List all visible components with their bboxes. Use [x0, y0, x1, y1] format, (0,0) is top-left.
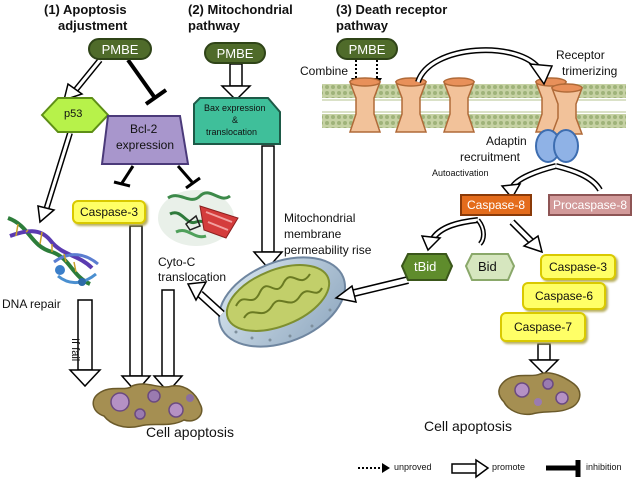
autoactivation-label: Autoactivation: [432, 168, 489, 178]
promote-arrow-pmbe-p53: [62, 58, 103, 102]
mitochondrion-image: [217, 256, 347, 348]
section3-title-line1: (3) Death receptor: [336, 2, 448, 17]
cell-apoptosis-right-label: Cell apoptosis: [424, 418, 512, 434]
bcl2-label-line1: Bcl-2: [130, 122, 158, 136]
p53-label: p53: [64, 108, 83, 120]
adaptin-recruitment-label-line1: Adaptin: [486, 134, 527, 148]
bid-node: [464, 253, 516, 281]
apoptotic-cells-right-image: [498, 372, 581, 416]
receptor-trimerizing-label-line1: Receptor: [556, 48, 605, 62]
inhibit-bcl2-caspase3: [113, 165, 135, 188]
legend-symbols: [358, 458, 581, 479]
section2-title-line1: (2) Mitochondrial: [188, 2, 293, 17]
promote-arrow-tbid-mitochondrion: [334, 276, 409, 303]
bax-expression-node: [193, 97, 281, 145]
cyto-c-label-line1: Cyto-C: [158, 255, 196, 269]
section1-title-line2: adjustment: [58, 18, 128, 33]
pmbe-node-2: PMBE: [204, 42, 266, 64]
mito-permeability-label-line1: Mitochondrial: [284, 211, 356, 225]
caspase3-right-node: Caspase-3: [540, 254, 616, 280]
caspase6-node: Caspase-6: [522, 282, 606, 310]
promote-arrow-pmbe-bax: [220, 63, 252, 102]
if-fail-label: If fail: [69, 338, 81, 362]
cyto-c-label-line2: translocation: [158, 270, 227, 284]
pmbe-node-1: PMBE: [88, 38, 152, 60]
tbid-node: [400, 253, 454, 281]
bax-label-line3: translocation: [206, 127, 258, 137]
apoptotic-cells-left-image: [92, 383, 203, 428]
cytochrome-c-protein-image: [158, 190, 239, 246]
section3-title-line2: pathway: [336, 18, 389, 33]
receptor-trimerizing-label-line2: trimerizing: [562, 64, 618, 78]
caspase8-node: Caspase-8: [460, 194, 532, 216]
tbid-label: tBid: [414, 259, 437, 274]
caspase7-node: Caspase-7: [500, 312, 586, 342]
dna-repair-label: DNA repair: [2, 297, 61, 311]
legend-unproved-label: unproved: [394, 462, 432, 472]
caspase3-left-node: Caspase-3: [72, 200, 146, 224]
adaptin-recruitment-label-line2: recruitment: [460, 150, 521, 164]
promote-arrow-dna-apoptosis: [68, 299, 102, 388]
bax-label-line2: &: [232, 115, 239, 125]
section1-title-line1: (1) Apoptosis: [44, 2, 127, 17]
promote-arrow-caspase3-apoptosis: [120, 225, 152, 394]
legend-promote-label: promote: [492, 462, 526, 472]
bcl2-node-shape: [100, 115, 190, 165]
promote-arrow-bax-mitochondrion: [252, 145, 284, 270]
promote-arrow-mitochondrion-cytoc: [186, 281, 225, 317]
mito-permeability-label-line2: membrane: [284, 227, 342, 241]
autoactivation-arrows: [500, 163, 603, 200]
combine-label: Combine: [300, 64, 349, 78]
procaspase8-node: Procaspase-8: [548, 194, 632, 216]
adaptin-protein: [535, 129, 579, 163]
legend-inhibition-label: inhibition: [586, 462, 622, 472]
promote-arrow-cytoc-apoptosis: [152, 289, 184, 394]
promote-arrow-caspase8-tbid: [420, 217, 486, 252]
inhibit-bcl2-cytoc: [176, 165, 201, 190]
section2-title-line2: pathway: [188, 18, 241, 33]
cell-apoptosis-left-label: Cell apoptosis: [146, 424, 234, 440]
pmbe-node-3: PMBE: [336, 38, 398, 60]
inhibit-pmbe-bcl2: [126, 58, 168, 106]
bcl2-label-line2: expression: [116, 138, 175, 152]
promote-arrow-caspase7-apoptosis: [528, 343, 560, 376]
promote-arrow-caspase8-caspase3: [509, 219, 544, 254]
mito-permeability-label-line3: permeability rise: [284, 243, 372, 257]
bax-label-line1: Bax expression: [204, 103, 266, 113]
promote-arrow-p53-dna: [37, 132, 73, 224]
dna-helix-image: [7, 216, 99, 286]
bid-label: Bid: [478, 259, 497, 274]
promote-arrow-receptor-trimer: [415, 47, 554, 86]
